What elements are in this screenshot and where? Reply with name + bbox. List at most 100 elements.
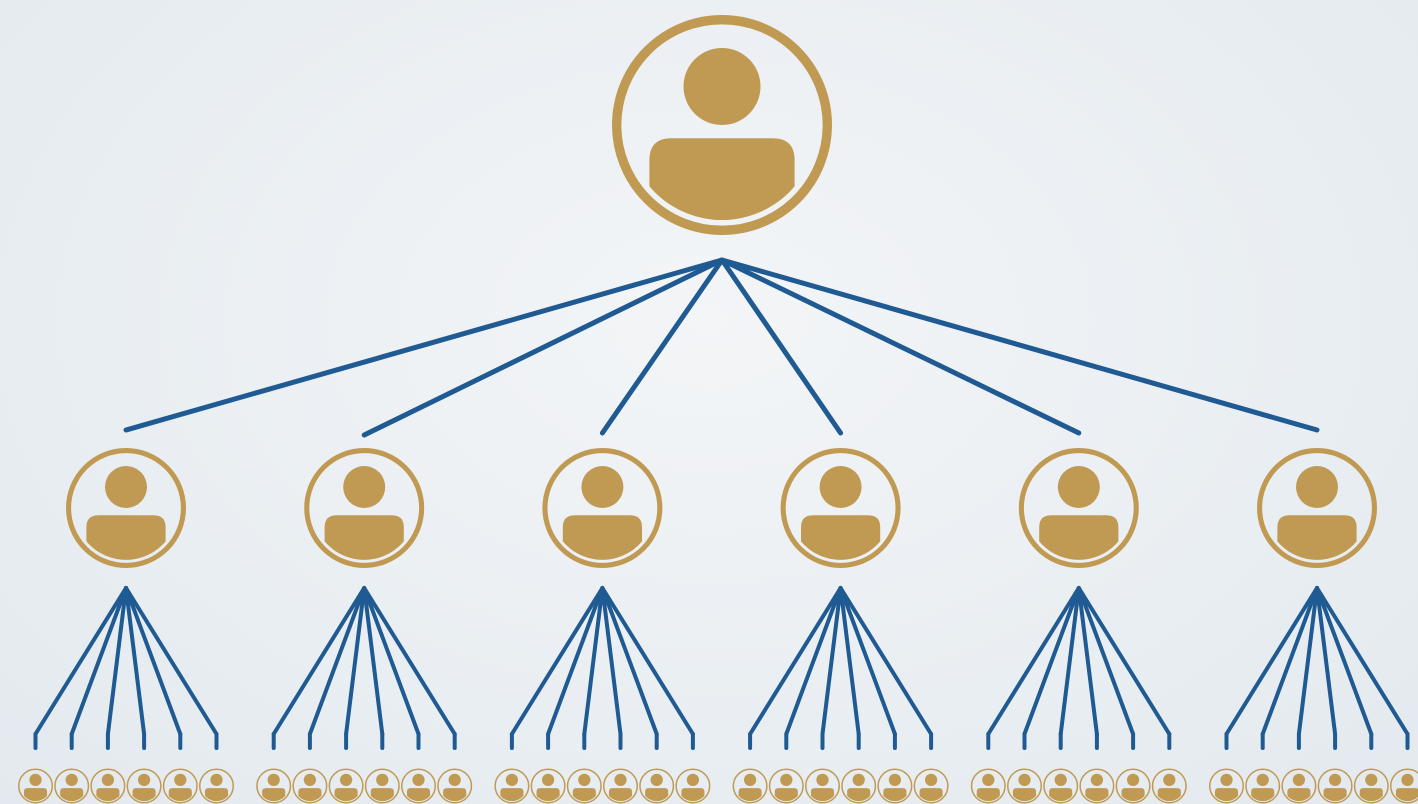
root-connector-line-6 — [719, 257, 1320, 433]
avatar-ring — [494, 768, 530, 804]
avatar-head — [1054, 773, 1067, 786]
avatar-ring — [126, 768, 162, 804]
avatar-ring — [611, 15, 832, 235]
avatar-ring — [304, 447, 425, 568]
leaf-node-icon-6-6 — [1390, 768, 1418, 804]
leaf-node-icon-6-1 — [1209, 768, 1245, 804]
avatar-head — [683, 48, 761, 125]
avatar-head — [1163, 773, 1176, 786]
fan-line-5-5 — [1076, 586, 1136, 736]
avatar-shoulders — [919, 788, 943, 802]
leaf-node-icon-2-5 — [400, 768, 436, 804]
avatar-ring — [780, 447, 901, 568]
avatar-ring — [542, 447, 663, 568]
leaf-node-icon-6-5 — [1353, 768, 1389, 804]
level2-node-icon-5 — [1018, 447, 1139, 568]
leaf-node-icon-2-6 — [437, 768, 473, 804]
root-connector-line-2 — [361, 257, 725, 438]
leaf-node-icon-1-1 — [17, 768, 54, 804]
avatar-head — [448, 773, 461, 786]
avatar-ring — [675, 768, 711, 804]
avatar-shoulders — [334, 788, 358, 802]
level2-node-icon-1 — [66, 447, 187, 568]
avatar-head — [1292, 773, 1306, 786]
leaf-node-icon-2-4 — [364, 768, 400, 804]
fan-line-1-1 — [33, 586, 128, 736]
avatar-ring — [328, 768, 364, 804]
fan-line-5-1 — [986, 586, 1081, 736]
avatar-shoulders — [608, 788, 633, 802]
avatar-ring — [970, 768, 1006, 804]
leaf-node-icon-1-6 — [198, 768, 234, 804]
avatar-shoulders — [262, 788, 286, 802]
fan-line-6-1 — [1224, 586, 1319, 736]
leaf-node-icon-3-4 — [603, 768, 639, 804]
leaf-node-icon-5-4 — [1079, 768, 1115, 804]
avatar-ring — [1007, 768, 1043, 804]
leaf-node-icon-4-1 — [732, 768, 768, 804]
avatar-shoulders — [60, 788, 84, 802]
avatar-ring — [1390, 768, 1418, 804]
avatar-ring — [162, 768, 198, 804]
avatar-ring — [1281, 768, 1317, 804]
avatar-shoulders — [1277, 515, 1357, 560]
avatar-shoulders — [1323, 788, 1347, 802]
leaf-node-icon-2-3 — [328, 768, 364, 804]
fan-line-4-2 — [784, 586, 843, 736]
fan-line-3-2 — [546, 586, 605, 736]
level2-node-icon-4 — [780, 447, 901, 568]
avatar-shoulders — [645, 788, 669, 802]
leaf-node-icon-5-3 — [1043, 768, 1079, 804]
avatar-shoulders — [1395, 788, 1418, 802]
leaf-node-icon-3-3 — [566, 768, 602, 804]
level2-node-icon-2 — [304, 447, 425, 568]
leaf-node-icon-1-3 — [90, 768, 126, 804]
leaf-node-icon-1-5 — [162, 768, 198, 804]
avatar-ring — [805, 768, 841, 804]
leaf-node-icon-2-1 — [256, 768, 292, 804]
root-connector-line-1 — [123, 257, 725, 433]
avatar-shoulders — [976, 788, 1000, 802]
avatar-shoulders — [801, 515, 881, 560]
fan-line-3-1 — [509, 586, 605, 736]
fan-line-5-3 — [1058, 586, 1081, 736]
avatar-shoulders — [810, 788, 835, 802]
avatar-head — [581, 466, 624, 508]
avatar-shoulders — [1049, 788, 1073, 802]
avatar-ring — [732, 768, 768, 804]
avatar-ring — [1317, 768, 1353, 804]
fan-line-1-5 — [124, 586, 183, 736]
fan-line-2-1 — [271, 586, 367, 736]
avatar-shoulders — [681, 788, 705, 802]
avatar-head — [888, 773, 902, 786]
avatar-ring — [90, 768, 126, 804]
root-connector-line-4 — [719, 257, 844, 436]
avatar-ring — [256, 768, 292, 804]
avatar-shoulders — [168, 788, 192, 802]
avatar-ring — [913, 768, 949, 804]
avatar-head — [1296, 466, 1338, 508]
avatar-ring — [639, 768, 675, 804]
leaf-node-icon-6-3 — [1281, 768, 1317, 804]
fan-line-4-1 — [748, 586, 843, 736]
avatar-head — [1220, 773, 1233, 786]
avatar-ring — [17, 768, 54, 804]
avatar-head — [339, 773, 353, 786]
avatar-shoulders — [1251, 788, 1275, 802]
fan-line-6-2 — [1260, 586, 1319, 736]
fan-line-6-6 — [1315, 586, 1410, 736]
fan-line-1-2 — [69, 586, 128, 736]
fan-line-2-4 — [362, 586, 385, 736]
fan-line-4-4 — [838, 586, 861, 736]
leaf-node-icon-5-5 — [1115, 768, 1151, 804]
avatar-head — [1018, 773, 1031, 786]
avatar-shoulders — [1214, 788, 1239, 802]
avatar-ring — [1353, 768, 1389, 804]
avatar-head — [816, 773, 829, 786]
fan-line-4-6 — [838, 586, 934, 736]
avatar-ring — [530, 768, 566, 804]
avatar-shoulders — [132, 788, 156, 802]
avatar-ring — [603, 768, 639, 804]
avatar-shoulders — [86, 515, 166, 560]
